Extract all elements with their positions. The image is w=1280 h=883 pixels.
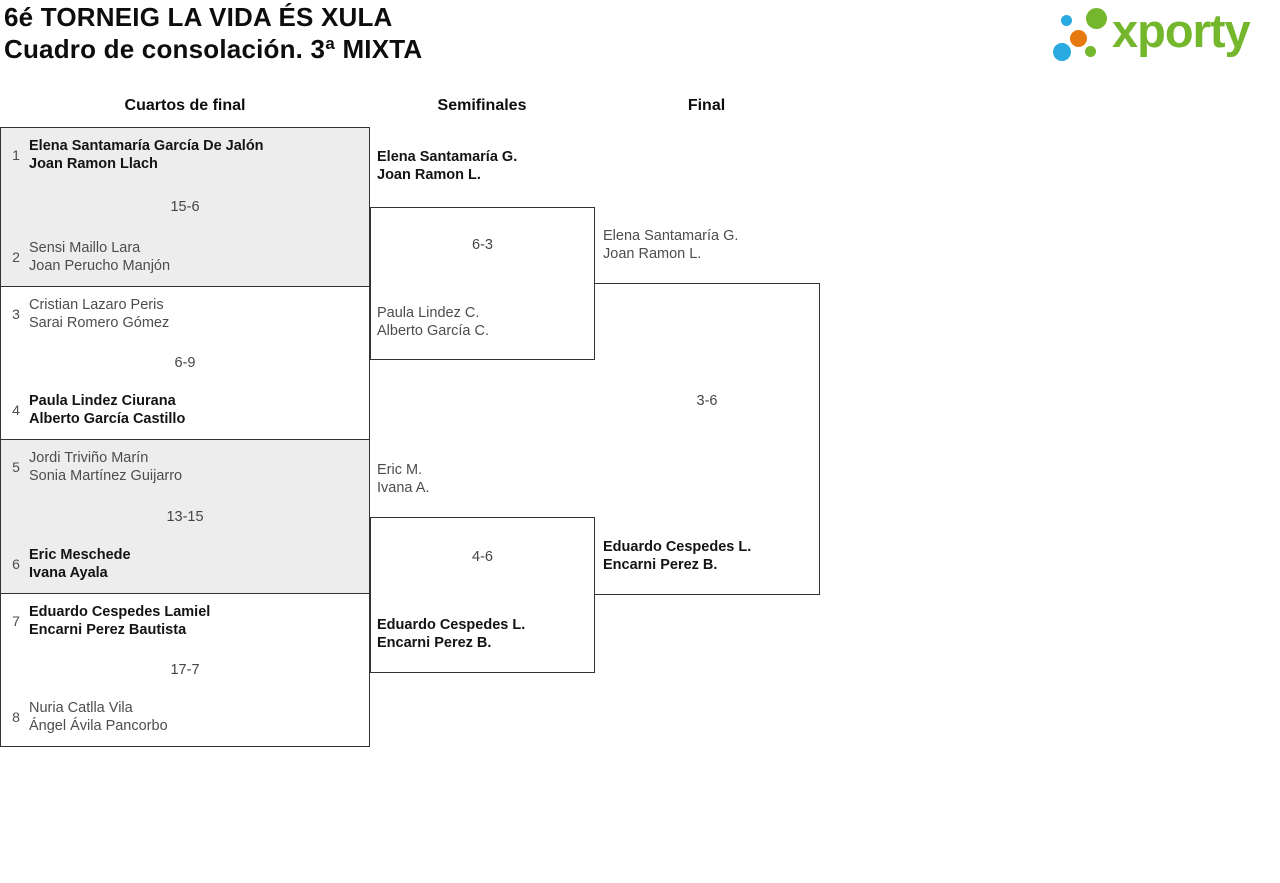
team-entry: 2 Sensi Maillo Lara Joan Perucho Manjón [9, 239, 363, 275]
team-entry: 6 Eric Meschede Ivana Ayala [9, 546, 363, 582]
logo-dot-icon [1085, 46, 1096, 57]
team-entry: 1 Elena Santamaría García De Jalón Joan … [9, 137, 363, 173]
player-name: Ivana A. [377, 480, 430, 496]
player-name: Ivana Ayala [29, 565, 108, 581]
team-entry: 8 Nuria Catlla Vila Ángel Ávila Pancorbo [9, 699, 363, 735]
team-names: Eric Meschede Ivana Ayala [29, 546, 131, 582]
player-name: Eric Meschede [29, 547, 131, 563]
logo-dot-icon [1061, 15, 1072, 26]
page-title: 6é TORNEIG LA VIDA ÉS XULA Cuadro de con… [4, 1, 422, 65]
player-name: Joan Ramon Llach [29, 156, 158, 172]
player-name: Elena Santamaría García De Jalón [29, 138, 264, 154]
player-name: Elena Santamaría G. [603, 228, 739, 244]
team-names: Paula Lindez Ciurana Alberto García Cast… [29, 392, 185, 428]
quarterfinals-column: 1 Elena Santamaría García De Jalón Joan … [0, 127, 370, 747]
team-entry: 5 Jordi Triviño Marín Sonia Martínez Gui… [9, 449, 363, 485]
team-names: Elena Santamaría García De Jalón Joan Ra… [29, 137, 264, 173]
player-name: Eduardo Cespedes L. [603, 539, 752, 555]
player-name: Sonia Martínez Guijarro [29, 468, 183, 484]
tournament-name: 6é TORNEIG LA VIDA ÉS XULA [4, 2, 393, 32]
seed-number: 5 [12, 459, 20, 475]
qf-match-3[interactable]: 5 Jordi Triviño Marín Sonia Martínez Gui… [1, 440, 369, 594]
player-name: Alberto García C. [377, 323, 490, 339]
player-name: Eric M. [377, 462, 423, 478]
player-name: Encarni Perez Bautista [29, 622, 187, 638]
player-name: Sarai Romero Gómez [29, 315, 170, 331]
seed-number: 2 [12, 249, 20, 265]
team-names: Paula Lindez C. Alberto García C. [377, 304, 489, 340]
player-name: Ángel Ávila Pancorbo [29, 718, 168, 734]
player-name: Encarni Perez B. [377, 635, 492, 651]
seed-number: 1 [12, 147, 20, 163]
player-name: Alberto García Castillo [29, 411, 186, 427]
player-name: Jordi Triviño Marín [29, 450, 149, 466]
match-score: 4-6 [472, 549, 493, 565]
draw-name: Cuadro de consolación. 3ª MIXTA [4, 34, 423, 64]
team-names: Elena Santamaría G. Joan Ramon L. [603, 227, 738, 263]
seed-number: 6 [12, 556, 20, 572]
qf-match-1[interactable]: 1 Elena Santamaría García De Jalón Joan … [1, 128, 369, 287]
logo-dot-icon [1086, 8, 1107, 29]
player-name: Eduardo Cespedes L. [377, 617, 526, 633]
qf-match-4[interactable]: 7 Eduardo Cespedes Lamiel Encarni Perez … [1, 594, 369, 746]
team-names: Cristian Lazaro Peris Sarai Romero Gómez [29, 296, 169, 332]
team-entry: 3 Cristian Lazaro Peris Sarai Romero Góm… [9, 296, 363, 332]
player-name: Joan Ramon L. [603, 246, 702, 262]
player-name: Joan Ramon L. [377, 167, 481, 183]
seed-number: 4 [12, 402, 20, 418]
match-score: 6-3 [472, 237, 493, 253]
qf-match-2[interactable]: 3 Cristian Lazaro Peris Sarai Romero Góm… [1, 287, 369, 440]
round-header-semifinals: Semifinales [437, 97, 527, 114]
match-score: 6-9 [174, 355, 196, 371]
logo-wordmark: xporty [1112, 4, 1251, 57]
round-header-final: Final [687, 97, 726, 114]
player-name: Eduardo Cespedes Lamiel [29, 604, 211, 620]
final-match-box [594, 283, 820, 595]
player-name: Paula Lindez C. [377, 305, 480, 321]
match-score: 17-7 [170, 662, 200, 678]
team-names: Sensi Maillo Lara Joan Perucho Manjón [29, 239, 170, 275]
seed-number: 7 [12, 613, 20, 629]
player-name: Paula Lindez Ciurana [29, 393, 176, 409]
player-name: Joan Perucho Manjón [29, 258, 171, 274]
team-names: Eduardo Cespedes L. Encarni Perez B. [377, 616, 525, 652]
team-names: Eric M. Ivana A. [377, 461, 429, 497]
sf-match-2-box [370, 517, 595, 673]
team-names: Eduardo Cespedes L. Encarni Perez B. [603, 538, 751, 574]
player-name: Cristian Lazaro Peris [29, 297, 164, 313]
match-score: 13-15 [166, 508, 204, 525]
team-entry: 7 Eduardo Cespedes Lamiel Encarni Perez … [9, 603, 363, 639]
team-names: Eduardo Cespedes Lamiel Encarni Perez Ba… [29, 603, 210, 639]
match-score: 3-6 [696, 393, 718, 409]
logo-dot-icon [1053, 43, 1071, 61]
seed-number: 8 [12, 709, 20, 725]
player-name: Encarni Perez B. [603, 557, 718, 573]
player-name: Nuria Catlla Vila [29, 700, 133, 716]
player-name: Sensi Maillo Lara [29, 240, 141, 256]
team-names: Jordi Triviño Marín Sonia Martínez Guija… [29, 449, 182, 485]
team-entry: 4 Paula Lindez Ciurana Alberto García Ca… [9, 392, 363, 428]
logo-dot-icon [1070, 30, 1087, 47]
player-name: Elena Santamaría G. [377, 149, 518, 165]
team-names: Elena Santamaría G. Joan Ramon L. [377, 148, 517, 184]
round-header-quarterfinals: Cuartos de final [124, 97, 246, 114]
team-names: Nuria Catlla Vila Ángel Ávila Pancorbo [29, 699, 168, 735]
seed-number: 3 [12, 306, 20, 322]
match-score: 15-6 [170, 199, 200, 215]
